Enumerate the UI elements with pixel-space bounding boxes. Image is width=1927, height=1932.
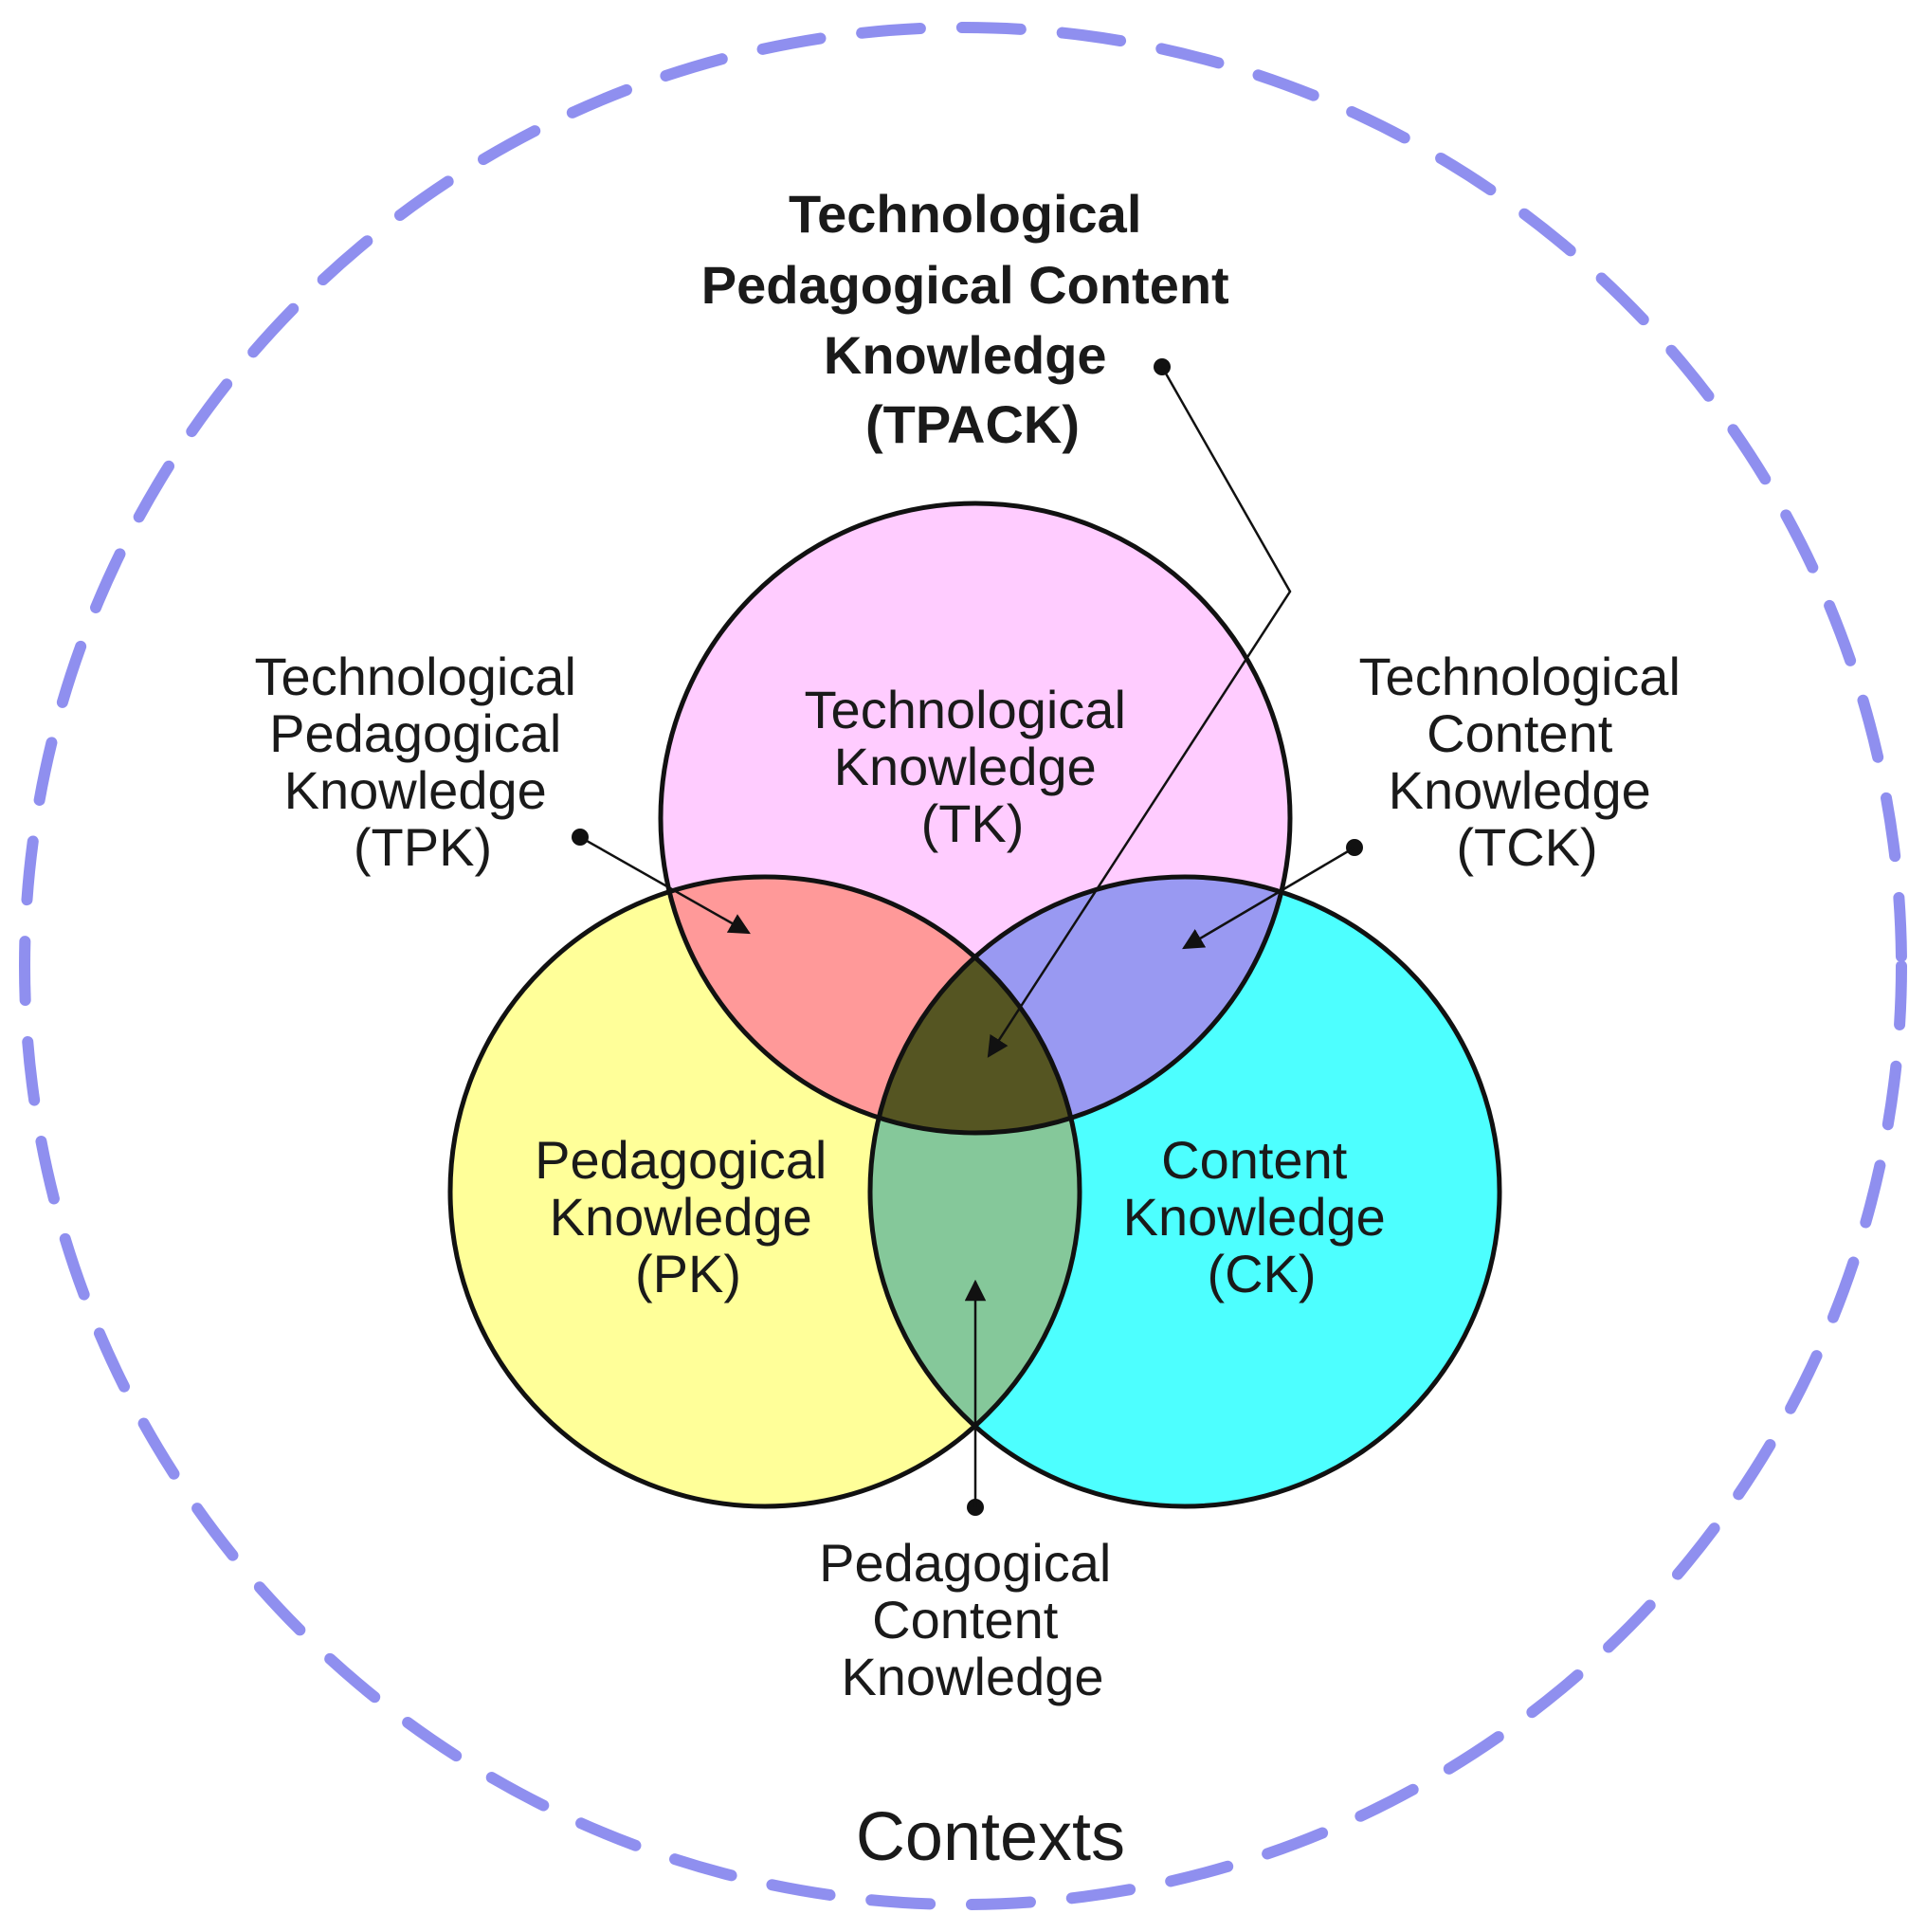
- tpack-leader: [987, 358, 1292, 1058]
- contexts-ring: [19, 22, 1907, 1910]
- ck-outline: [867, 874, 1502, 1509]
- pk-label: Pedagogical Knowledge (PK): [535, 1130, 842, 1303]
- tck-label: Technological Content Knowledge (TCK): [1359, 647, 1696, 877]
- ck-label: Content Knowledge (CK): [1123, 1130, 1401, 1303]
- tk-outline: [658, 501, 1293, 1136]
- tpk-leader: [572, 829, 751, 935]
- pck-label: Pedagogical Content Knowledge: [819, 1533, 1126, 1706]
- tpk-label: Technological Pedagogical Knowledge (TPK…: [255, 647, 591, 877]
- tpack-overlap: [870, 877, 1080, 1133]
- tk-label: Technological Knowledge (TK): [805, 680, 1141, 853]
- pk-outline: [447, 874, 1082, 1509]
- tck-leader: [1182, 839, 1363, 950]
- contexts-label: Contexts: [856, 1799, 1125, 1875]
- tpack-label: Technological Pedagogical Content Knowle…: [701, 184, 1245, 454]
- pck-leader: [964, 1279, 987, 1516]
